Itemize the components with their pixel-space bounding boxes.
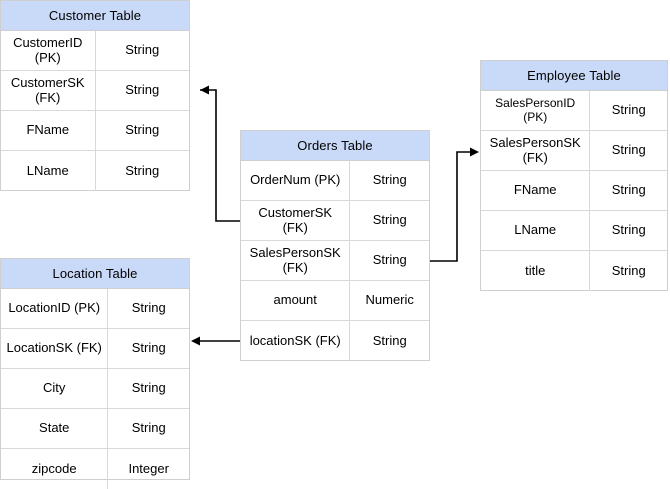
field-name: SalesPersonID (PK): [481, 91, 591, 130]
field-type: String: [611, 262, 646, 278]
field-type: String: [125, 42, 160, 58]
field-name: City: [1, 369, 109, 408]
table-row[interactable]: SalesPersonSK (FK) String: [481, 131, 667, 171]
table-row[interactable]: SalesPersonSK (FK) String: [241, 241, 429, 281]
field-type: Integer: [128, 460, 169, 476]
field-type: String: [125, 122, 160, 138]
table-row[interactable]: SalesPersonID (PK) String: [481, 91, 667, 131]
table-row[interactable]: title String: [481, 251, 667, 291]
entity-employee-title: Employee Table: [481, 61, 667, 91]
table-row[interactable]: CustomerID (PK) String: [1, 31, 189, 71]
field-type: String: [131, 420, 166, 436]
field-type: String: [131, 380, 166, 396]
table-row[interactable]: LName String: [1, 151, 189, 191]
field-type: String: [611, 182, 646, 198]
field-type: String: [372, 252, 407, 268]
entity-orders-table[interactable]: Orders Table OrderNum (PK) String Custom…: [240, 130, 430, 361]
table-row[interactable]: CustomerSK (FK) String: [1, 71, 189, 111]
field-name: LocationSK (FK): [1, 329, 109, 368]
connector-orders-to-location: [191, 336, 240, 346]
field-name: FName: [481, 171, 591, 210]
field-type: Numeric: [365, 292, 414, 308]
field-type: String: [131, 340, 166, 356]
field-name: CustomerSK (FK): [1, 71, 96, 110]
field-name: zipcode: [1, 449, 109, 489]
field-name: LocationID (PK): [1, 289, 109, 328]
table-row[interactable]: locationSK (FK) String: [241, 321, 429, 361]
field-name: amount: [241, 281, 351, 320]
table-row[interactable]: State String: [1, 409, 189, 449]
field-type: String: [372, 172, 407, 188]
table-row[interactable]: OrderNum (PK) String: [241, 161, 429, 201]
field-name: locationSK (FK): [241, 321, 351, 361]
entity-customer-table[interactable]: Customer Table CustomerID (PK) String Cu…: [0, 0, 190, 191]
entity-location-title: Location Table: [1, 259, 189, 289]
field-name: SalesPersonSK (FK): [481, 131, 591, 170]
field-name: LName: [481, 211, 591, 250]
connector-orders-to-employee: [430, 147, 479, 262]
entity-customer-title: Customer Table: [1, 1, 189, 31]
table-row[interactable]: FName String: [481, 171, 667, 211]
field-name: FName: [1, 111, 96, 150]
table-row[interactable]: CustomerSK (FK) String: [241, 201, 429, 241]
field-type: String: [372, 212, 407, 228]
field-name: CustomerID (PK): [1, 31, 96, 70]
table-row[interactable]: zipcode Integer: [1, 449, 189, 489]
entity-employee-table[interactable]: Employee Table SalesPersonID (PK) String…: [480, 60, 668, 291]
field-type: String: [611, 102, 646, 118]
field-name: SalesPersonSK (FK): [241, 241, 351, 280]
entity-location-table[interactable]: Location Table LocationID (PK) String Lo…: [0, 258, 190, 489]
table-row[interactable]: City String: [1, 369, 189, 409]
field-name: LName: [1, 151, 96, 191]
field-name: OrderNum (PK): [241, 161, 351, 200]
field-name: State: [1, 409, 109, 448]
field-type: String: [611, 222, 646, 238]
table-row[interactable]: amount Numeric: [241, 281, 429, 321]
field-name: title: [481, 251, 591, 291]
field-name: CustomerSK (FK): [241, 201, 351, 240]
table-row[interactable]: LocationID (PK) String: [1, 289, 189, 329]
table-row[interactable]: LName String: [481, 211, 667, 251]
field-type: String: [611, 142, 646, 158]
field-type: String: [372, 332, 407, 348]
entity-orders-title: Orders Table: [241, 131, 429, 161]
connector-orders-to-customer: [200, 85, 240, 222]
table-row[interactable]: LocationSK (FK) String: [1, 329, 189, 369]
field-type: String: [125, 162, 160, 178]
field-type: String: [125, 82, 160, 98]
table-row[interactable]: FName String: [1, 111, 189, 151]
field-type: String: [131, 300, 166, 316]
